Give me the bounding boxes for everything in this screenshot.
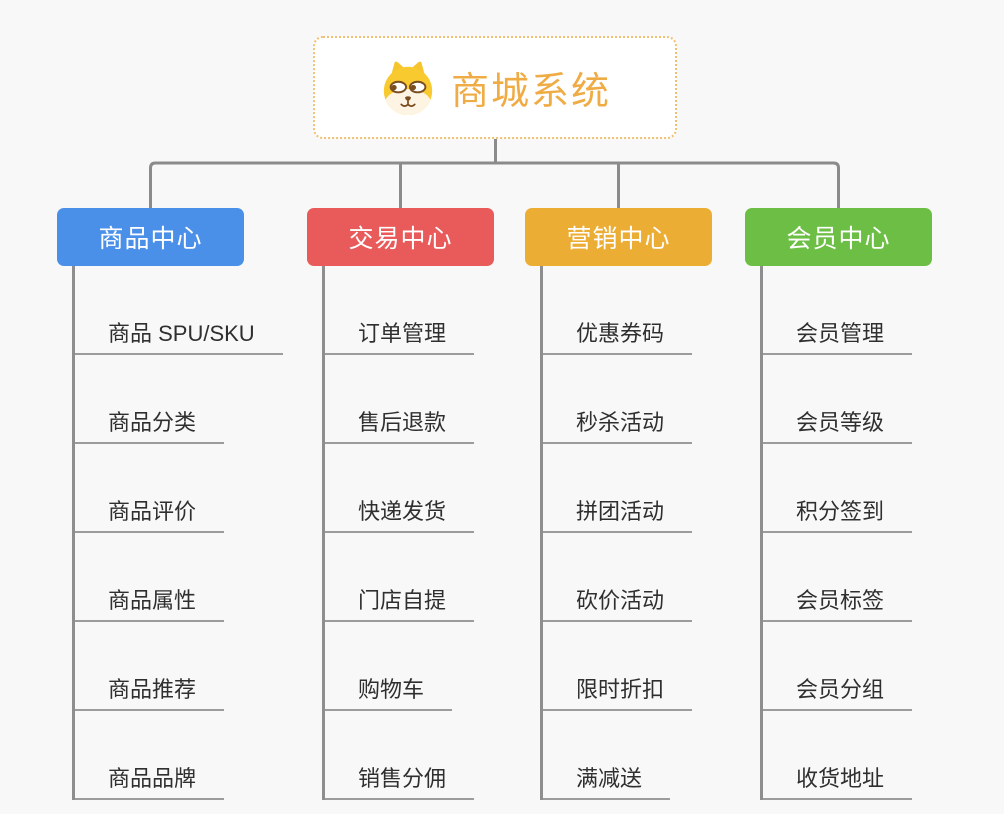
branch-node-member-center[interactable]: 会员中心	[745, 208, 932, 266]
leaf-row: 会员等级	[763, 355, 932, 444]
leaf-node-product-category[interactable]: 商品分类	[75, 410, 225, 444]
leaf-group-member: 会员管理 会员等级 积分签到 会员标签 会员分组 收货地址	[760, 266, 932, 800]
leaf-node-shopping-cart[interactable]: 购物车	[325, 677, 453, 711]
branch-column-trade: 交易中心 订单管理 售后退款 快递发货 门店自提 购物车 销售分佣	[307, 208, 494, 800]
leaf-row: 商品属性	[75, 533, 244, 622]
branch-node-trade-center[interactable]: 交易中心	[307, 208, 494, 266]
leaf-row: 售后退款	[325, 355, 494, 444]
leaf-row: 商品 SPU/SKU	[75, 266, 283, 355]
branch-column-member: 会员中心 会员管理 会员等级 积分签到 会员标签 会员分组 收货地址	[745, 208, 932, 800]
leaf-row: 商品推荐	[75, 622, 244, 711]
branch-node-product-center[interactable]: 商品中心	[57, 208, 244, 266]
leaf-node-order-management[interactable]: 订单管理	[325, 321, 475, 355]
leaf-group-marketing: 优惠券码 秒杀活动 拼团活动 砍价活动 限时折扣 满减送	[540, 266, 712, 800]
leaf-row: 购物车	[325, 622, 494, 711]
leaf-row: 积分签到	[763, 444, 932, 533]
leaf-node-bargain-activity[interactable]: 砍价活动	[543, 588, 693, 622]
root-node-mall-system[interactable]: 商城系统	[313, 36, 677, 139]
leaf-node-product-brand[interactable]: 商品品牌	[75, 766, 225, 800]
leaf-node-member-group[interactable]: 会员分组	[763, 677, 913, 711]
leaf-row: 商品评价	[75, 444, 244, 533]
leaf-row: 商品分类	[75, 355, 244, 444]
leaf-row: 限时折扣	[543, 622, 712, 711]
leaf-row: 销售分佣	[325, 711, 494, 800]
leaf-node-coupon-code[interactable]: 优惠券码	[543, 321, 693, 355]
leaf-node-points-checkin[interactable]: 积分签到	[763, 499, 913, 533]
leaf-row: 会员分组	[763, 622, 932, 711]
leaf-row: 优惠券码	[543, 266, 712, 355]
leaf-node-sales-commission[interactable]: 销售分佣	[325, 766, 475, 800]
root-node-title: 商城系统	[450, 71, 611, 113]
leaf-node-aftersale-refund[interactable]: 售后退款	[325, 410, 475, 444]
leaf-node-product-spu-sku[interactable]: 商品 SPU/SKU	[75, 321, 283, 355]
leaf-node-spend-save[interactable]: 满减送	[543, 766, 671, 800]
leaf-row: 秒杀活动	[543, 355, 712, 444]
leaf-row: 收货地址	[763, 711, 932, 800]
canvas-bottom-margin	[0, 814, 1004, 840]
leaf-row: 商品品牌	[75, 711, 244, 800]
leaf-node-group-buy[interactable]: 拼团活动	[543, 499, 693, 533]
leaf-node-member-tag[interactable]: 会员标签	[763, 588, 913, 622]
leaf-row: 会员管理	[763, 266, 932, 355]
leaf-node-store-pickup[interactable]: 门店自提	[325, 588, 475, 622]
leaf-row: 门店自提	[325, 533, 494, 622]
leaf-node-limited-time-discount[interactable]: 限时折扣	[543, 677, 693, 711]
leaf-node-product-attribute[interactable]: 商品属性	[75, 588, 225, 622]
leaf-group-trade: 订单管理 售后退款 快递发货 门店自提 购物车 销售分佣	[322, 266, 494, 800]
leaf-node-shipping-address[interactable]: 收货地址	[763, 766, 913, 800]
leaf-node-product-review[interactable]: 商品评价	[75, 499, 225, 533]
leaf-node-product-recommend[interactable]: 商品推荐	[75, 677, 225, 711]
leaf-node-member-management[interactable]: 会员管理	[763, 321, 913, 355]
leaf-group-product: 商品 SPU/SKU 商品分类 商品评价 商品属性 商品推荐 商品品牌	[72, 266, 283, 800]
leaf-row: 满减送	[543, 711, 712, 800]
shiba-dog-icon	[383, 61, 433, 115]
leaf-row: 拼团活动	[543, 444, 712, 533]
branch-column-product: 商品中心 商品 SPU/SKU 商品分类 商品评价 商品属性 商品推荐 商品品牌	[57, 208, 283, 800]
branch-column-marketing: 营销中心 优惠券码 秒杀活动 拼团活动 砍价活动 限时折扣 满减送	[525, 208, 712, 800]
branch-node-marketing-center[interactable]: 营销中心	[525, 208, 712, 266]
leaf-row: 订单管理	[325, 266, 494, 355]
leaf-row: 快递发货	[325, 444, 494, 533]
leaf-node-member-level[interactable]: 会员等级	[763, 410, 913, 444]
leaf-node-express-shipping[interactable]: 快递发货	[325, 499, 475, 533]
leaf-node-flash-sale[interactable]: 秒杀活动	[543, 410, 693, 444]
leaf-row: 砍价活动	[543, 533, 712, 622]
leaf-row: 会员标签	[763, 533, 932, 622]
